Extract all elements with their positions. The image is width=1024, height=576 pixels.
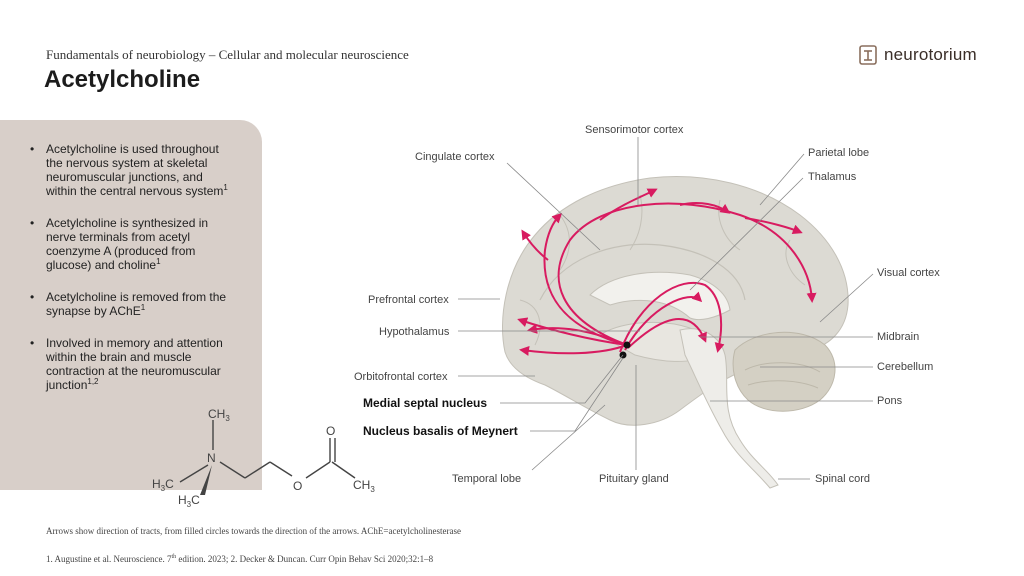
cholinergic-tracts: [517, 188, 817, 356]
footnote-legend: Arrows show direction of tracts, from fi…: [46, 526, 461, 536]
label-orbitofrontal-cortex: Orbitofrontal cortex: [354, 371, 448, 383]
bullet-item: Involved in memory and attention within …: [30, 336, 230, 392]
bullet-item: Acetylcholine is removed from the synaps…: [30, 290, 230, 318]
neurotorium-logo-icon: [859, 45, 877, 65]
methyl-left: H3C: [152, 477, 174, 493]
label-temporal-lobe: Temporal lobe: [452, 473, 521, 485]
label-thalamus: Thalamus: [808, 171, 857, 183]
acetylcholine-molecule: [179, 420, 356, 495]
label-parietal-lobe: Parietal lobe: [808, 147, 869, 159]
carbonyl-oxygen: O: [326, 424, 335, 438]
methyl-right: CH3: [353, 478, 375, 494]
label-cerebellum: Cerebellum: [877, 361, 933, 373]
label-hypothalamus: Hypothalamus: [379, 326, 450, 338]
logo-text: neurotorium: [884, 45, 977, 64]
bullet-item: Acetylcholine is used throughout the ner…: [30, 142, 230, 198]
label-leader-lines: [458, 137, 874, 480]
label-visual-cortex: Visual cortex: [877, 267, 940, 279]
methyl-bottom: H3C: [178, 493, 200, 509]
footnote-references: 1. Augustine et al. Neuroscience. 7th ed…: [46, 554, 434, 564]
label-cingulate-cortex: Cingulate cortex: [415, 151, 495, 163]
page-title: Acetylcholine: [44, 66, 201, 93]
bullet-list: Acetylcholine is used throughout the ner…: [30, 142, 230, 410]
label-nucleus-basalis: Nucleus basalis of Meynert: [363, 424, 518, 438]
label-medial-septal-nucleus: Medial septal nucleus: [363, 396, 487, 410]
ester-oxygen: O: [293, 479, 302, 493]
section-subtitle: Fundamentals of neurobiology – Cellular …: [46, 47, 409, 62]
bullet-item: Acetylcholine is synthesized in nerve te…: [30, 216, 230, 272]
label-prefrontal-cortex: Prefrontal cortex: [368, 294, 449, 306]
medial-septal-dot: [623, 341, 631, 349]
label-sensorimotor-cortex: Sensorimotor cortex: [585, 124, 684, 136]
label-spinal-cord: Spinal cord: [815, 473, 870, 485]
label-pituitary-gland: Pituitary gland: [599, 473, 669, 485]
label-midbrain: Midbrain: [877, 331, 919, 343]
logo: neurotorium: [858, 44, 977, 66]
nitrogen-atom: N: [207, 451, 216, 465]
methyl-top: CH3: [208, 407, 230, 423]
label-pons: Pons: [877, 395, 903, 407]
